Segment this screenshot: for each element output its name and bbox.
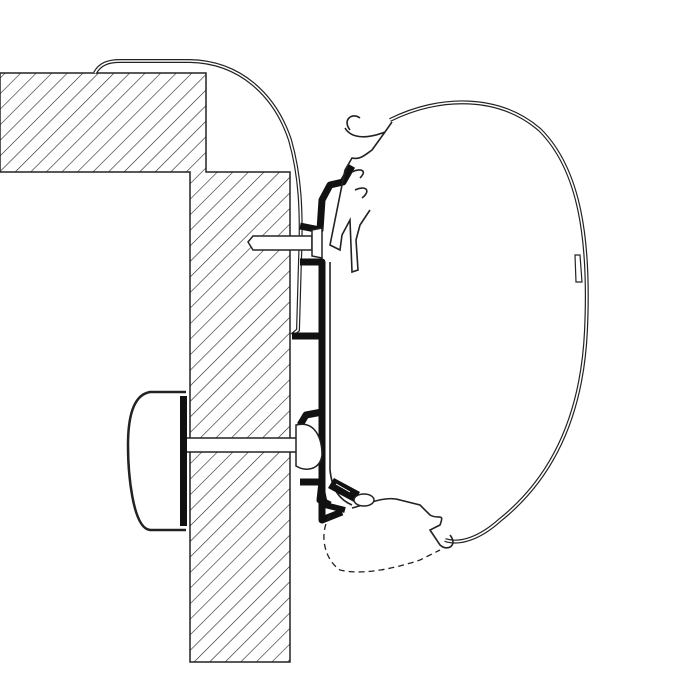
awning-rail-lower [351, 497, 454, 549]
casing-clip [574, 254, 583, 283]
awning-rail-upper [329, 115, 393, 274]
knob [126, 390, 187, 532]
lower-screw [328, 478, 375, 507]
dashed-outline [323, 514, 441, 573]
wall-section [0, 72, 291, 663]
adapter-plate [329, 262, 353, 506]
awning-casing [389, 100, 589, 544]
upper-screw [247, 227, 323, 259]
